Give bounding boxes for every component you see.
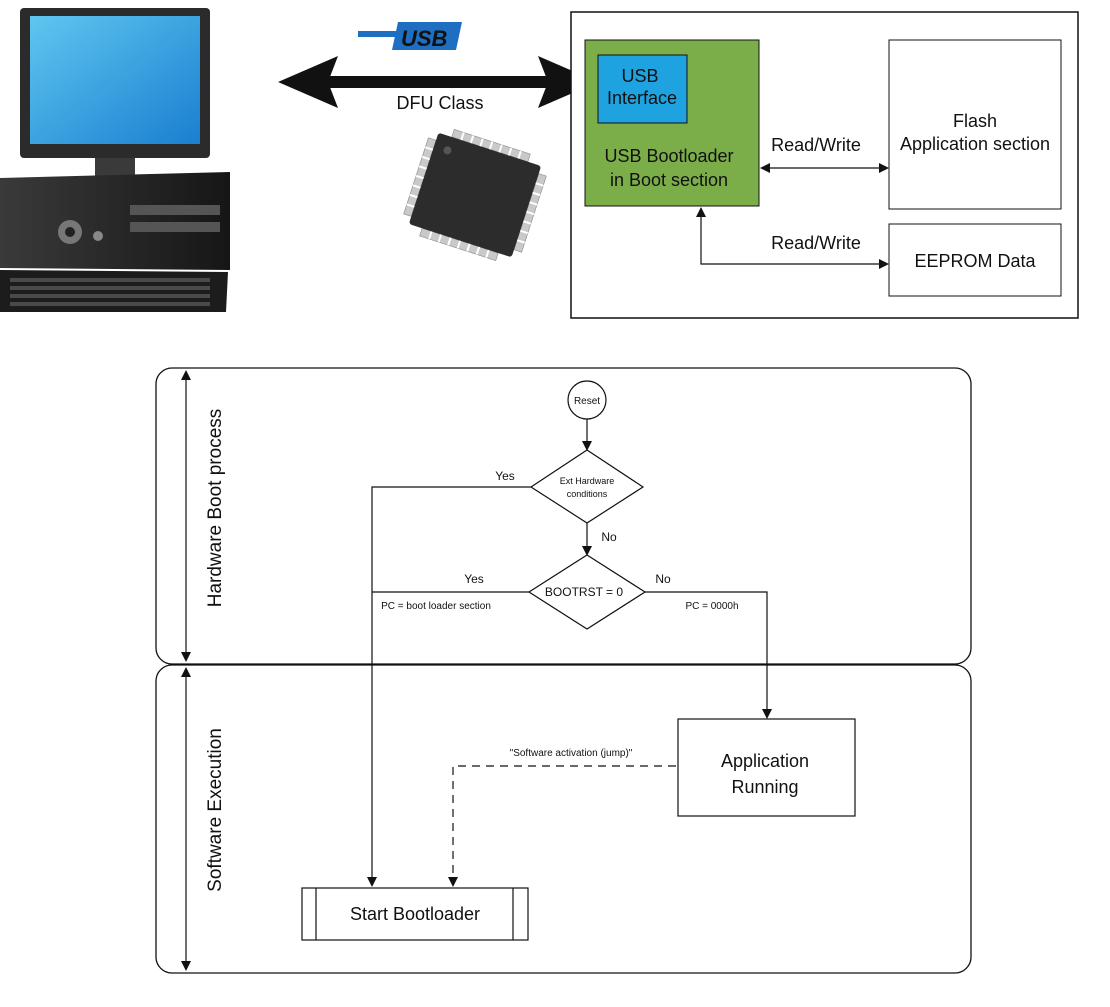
ext-no-label: No [601,530,617,544]
ext-yes-to-bootloader-line [367,486,531,887]
bootrst-label: BOOTRST = 0 [545,585,623,599]
flash-line1: Flash [953,111,997,131]
desktop-computer-icon [0,8,230,312]
hardware-lane-label: Hardware Boot process [205,409,226,608]
usb-logo-icon: USB [358,22,462,51]
software-lane-label: Software Execution [205,728,226,892]
bootloader-line2: in Boot section [610,170,728,190]
application-running-box [677,718,856,817]
software-jump-label: "Software activation (jump)" [510,748,633,759]
rw-eeprom-label: Read/Write [771,233,861,253]
app-line2: Running [731,777,798,797]
bootrst-decision [527,554,647,630]
app-line1: Application [721,751,809,771]
usb-interface-line2: Interface [607,88,677,108]
dfu-class-label: DFU Class [396,93,483,113]
bootrst-yes-label: Yes [464,572,484,586]
reset-label: Reset [574,396,600,407]
start-bootloader-label: Start Bootloader [350,904,480,924]
software-lane [155,664,972,974]
dfu-double-arrow [278,56,598,108]
pc-boot-label: PC = boot loader section [381,601,491,612]
eeprom-block [888,223,1062,297]
ext-hardware-line2: conditions [567,489,608,499]
flash-line2: Application section [900,134,1050,154]
usb-interface-line1: USB [621,66,658,86]
eeprom-rw-arrow [696,207,889,269]
ext-hardware-decision [529,449,645,524]
start-bootloader-box [301,887,529,941]
ext-yes-label: Yes [495,469,515,483]
bootrst-no-label: No [655,572,671,586]
bootloader-line1: USB Bootloader [604,146,733,166]
microchip-icon [403,129,547,261]
flash-block [888,39,1062,210]
software-jump-line [448,765,676,887]
bootrst-no-to-app-line [645,591,772,719]
hardware-lane [155,367,972,665]
usb-interface-block [597,54,688,124]
pc-app-label: PC = 0000h [685,601,738,612]
ext-hardware-line1: Ext Hardware [560,476,615,486]
eeprom-label: EEPROM Data [914,251,1036,271]
usb-logo-text: USB [401,26,448,51]
rw-flash-label: Read/Write [771,135,861,155]
